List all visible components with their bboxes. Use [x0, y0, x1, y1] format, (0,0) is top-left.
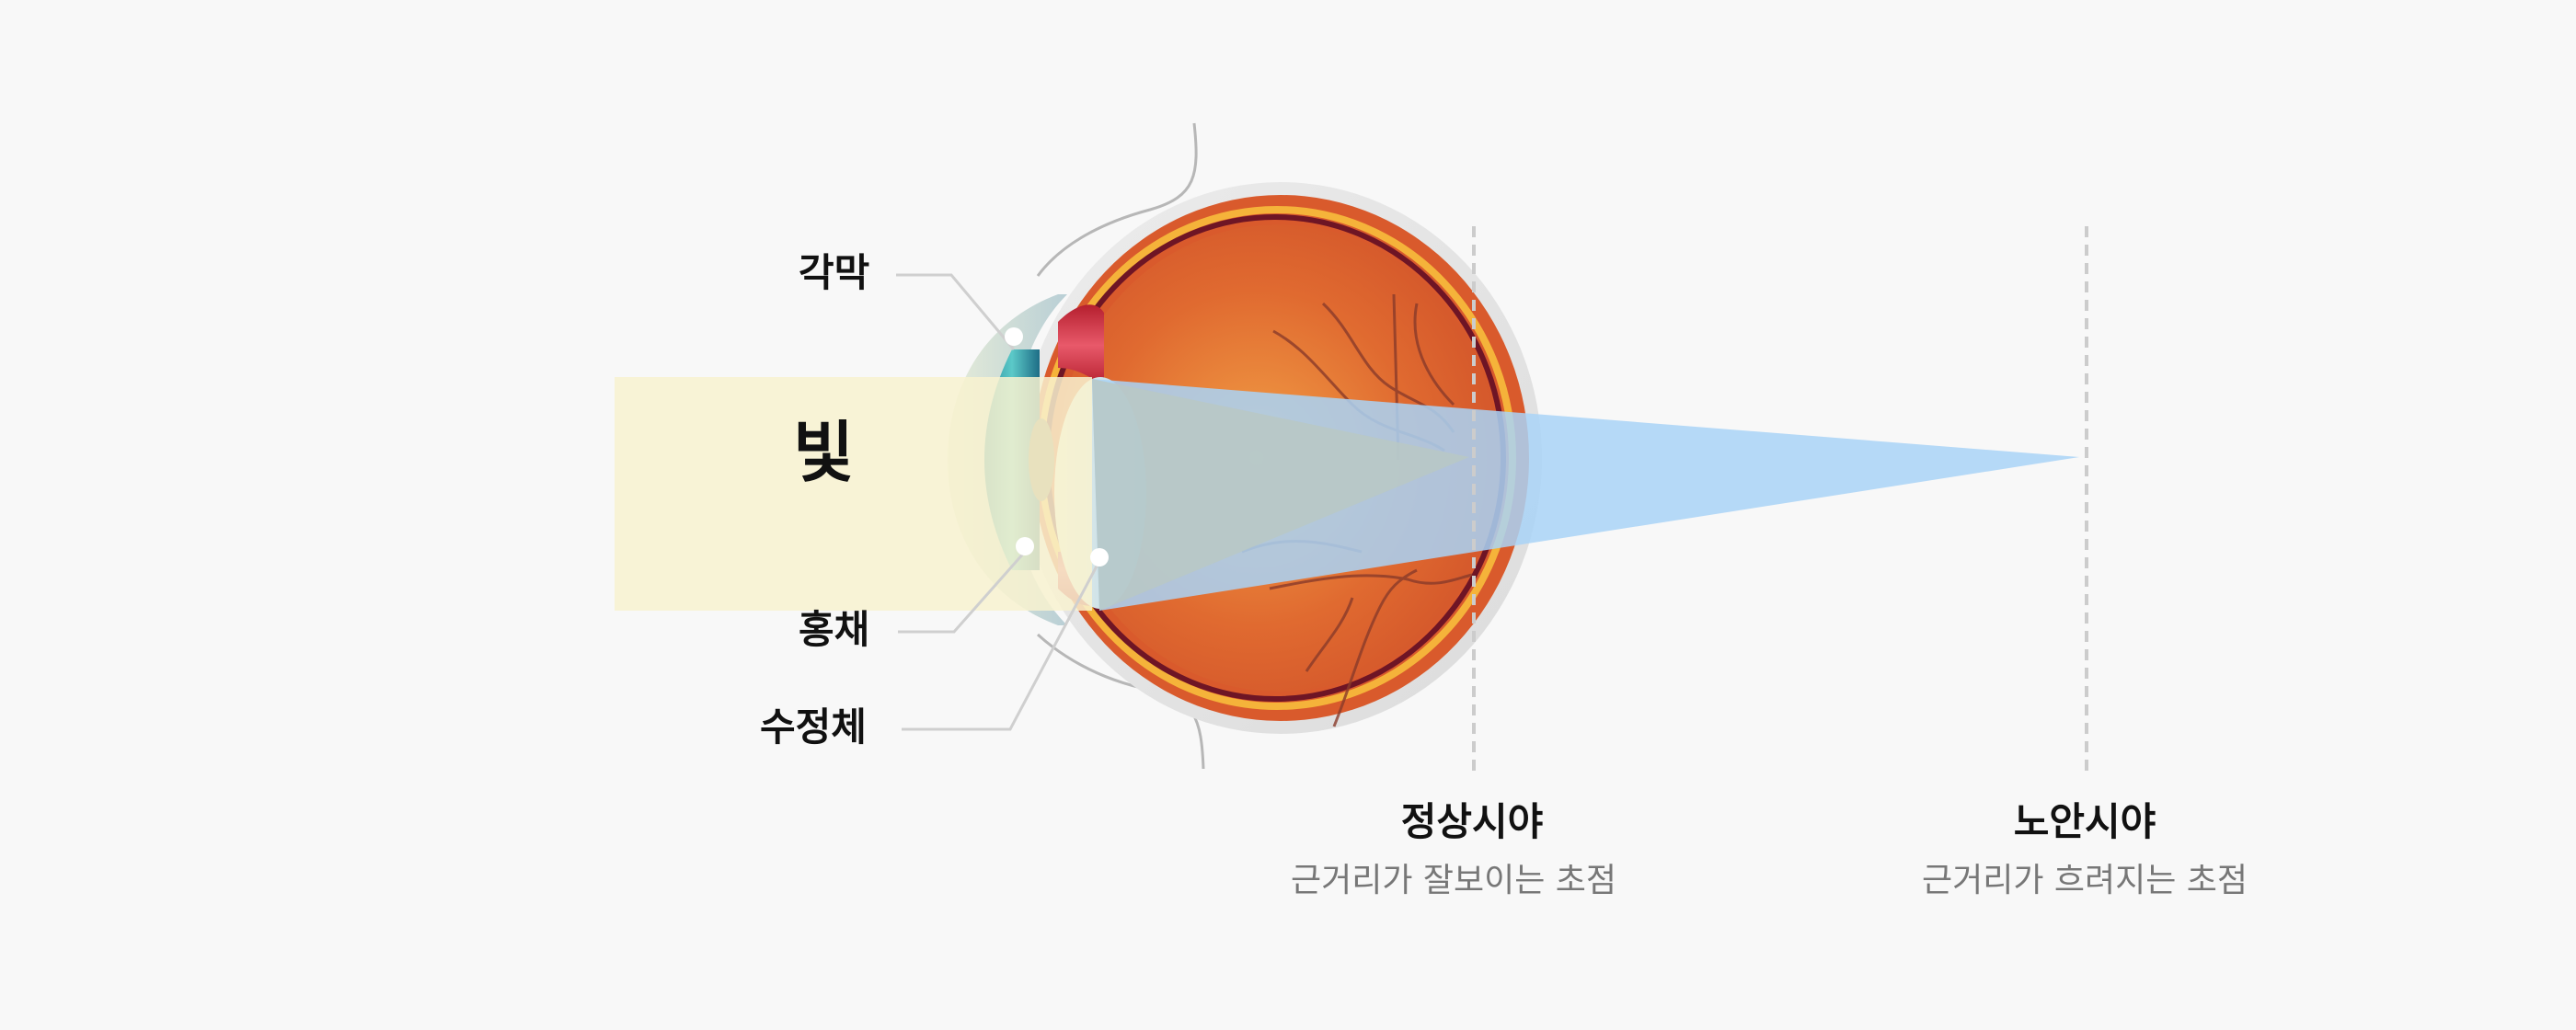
iris-label: 홍채: [799, 607, 870, 652]
lens-label: 수정체: [760, 704, 867, 750]
normal-focus-subtitle: 근거리가 잘보이는 초점: [1290, 862, 1617, 899]
iris-leader-line: [898, 551, 1027, 634]
lens-marker-dot[interactable]: [1090, 548, 1109, 566]
presbyopia-focus-title: 노안시야: [2013, 799, 2156, 844]
light-band: [615, 377, 1092, 611]
normal-focus-title: 정상시야: [1400, 799, 1544, 844]
normal-focus-cone: [1092, 379, 1469, 611]
cornea-leader-line: [896, 273, 1016, 350]
light-label: 빛: [793, 414, 855, 491]
presbyopia-focus-subtitle: 근거리가 흐려지는 초점: [1921, 862, 2248, 899]
cornea-label: 각막: [799, 250, 870, 295]
lens-leader-line: [902, 560, 1101, 731]
cornea-marker-dot[interactable]: [1005, 327, 1023, 346]
iris-marker-dot[interactable]: [1016, 537, 1034, 555]
